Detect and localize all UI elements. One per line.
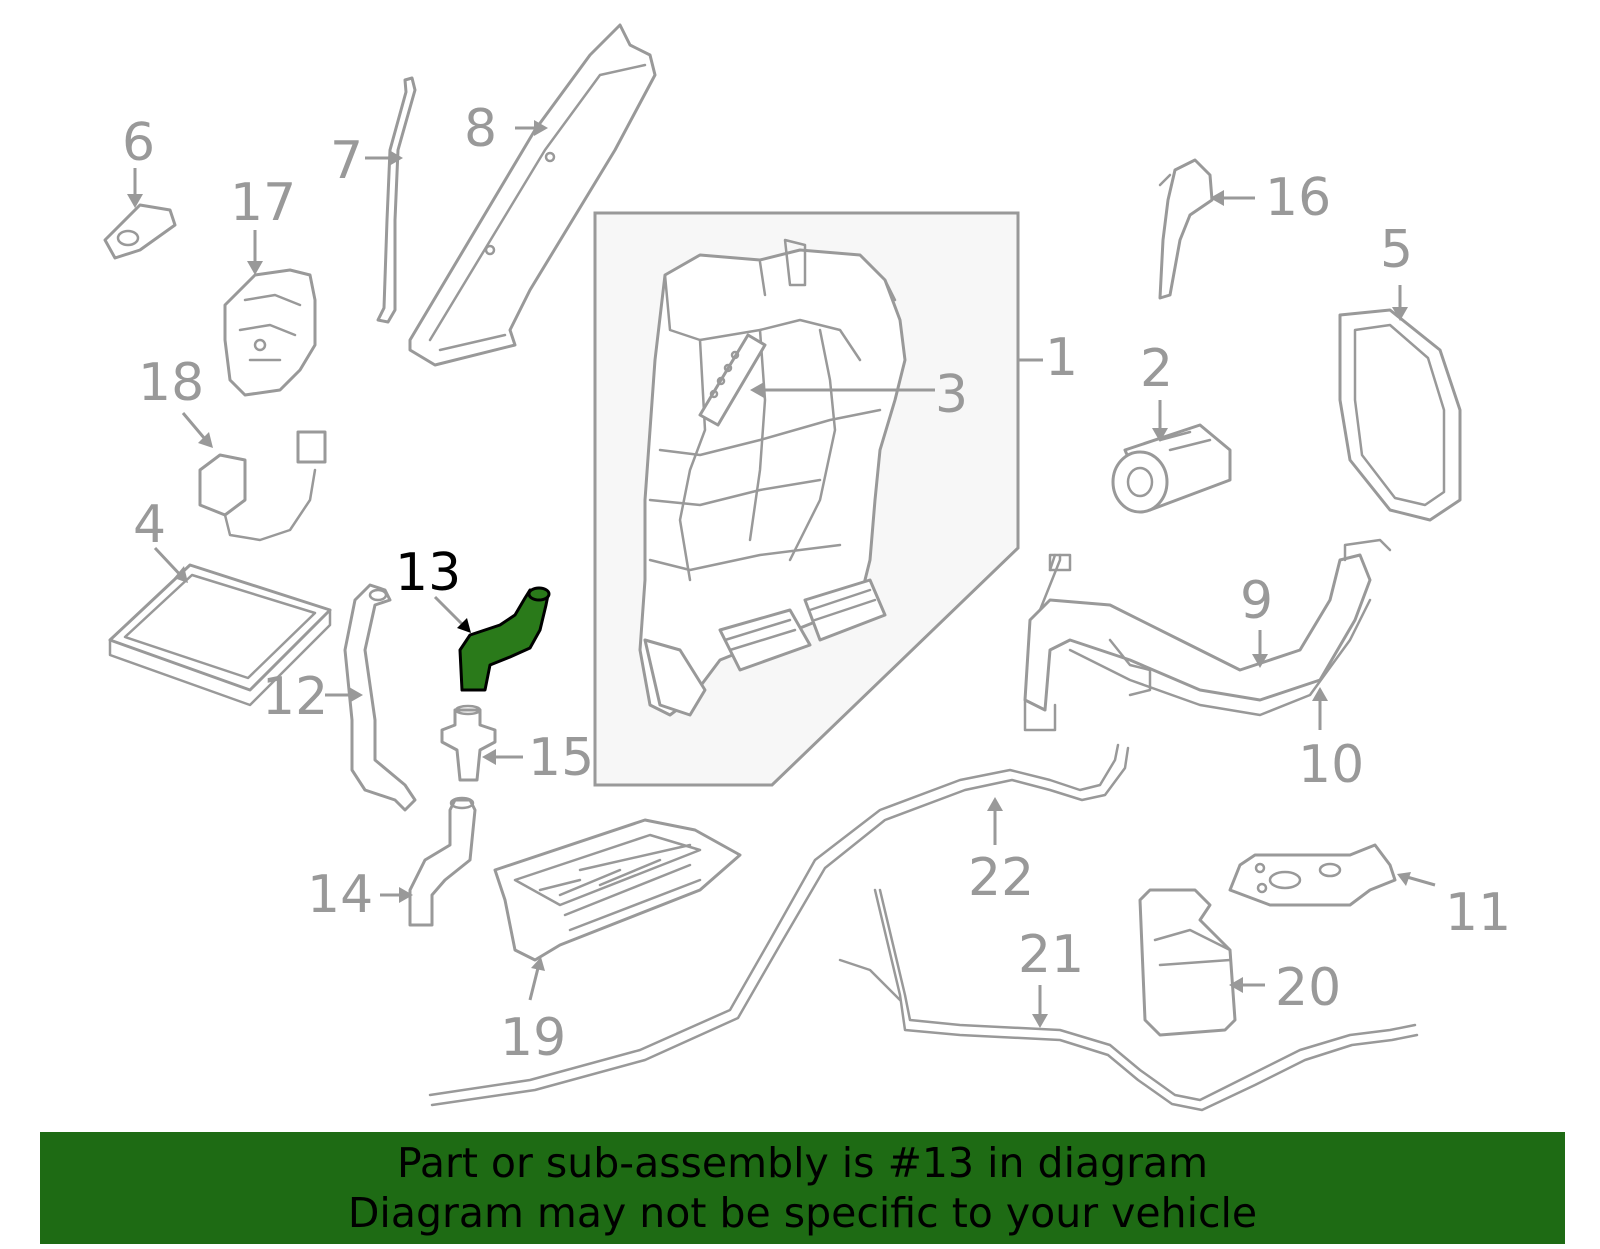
callout-17: 17 bbox=[230, 173, 296, 233]
part-18-wire-harness[interactable] bbox=[198, 430, 327, 542]
hose-13-end bbox=[527, 586, 551, 602]
callout-21: 21 bbox=[1018, 925, 1084, 985]
callout-6: 6 bbox=[122, 113, 155, 173]
part-13-heater-hose[interactable] bbox=[458, 586, 551, 692]
callout-5: 5 bbox=[1380, 220, 1413, 280]
callout-1: 1 bbox=[1045, 328, 1078, 388]
leader-arrowheads bbox=[127, 120, 1411, 1028]
part-11-mount-plate[interactable] bbox=[1228, 843, 1397, 907]
callout-9: 9 bbox=[1240, 571, 1273, 631]
callout-2: 2 bbox=[1140, 339, 1173, 399]
part-8-air-duct[interactable] bbox=[408, 23, 657, 367]
callout-12: 12 bbox=[262, 667, 328, 727]
part-6-bracket[interactable] bbox=[103, 203, 177, 260]
part-15-fitting[interactable] bbox=[440, 704, 497, 782]
part-2-blower-motor[interactable] bbox=[1111, 423, 1232, 514]
part-9-ac-line[interactable] bbox=[1023, 538, 1392, 712]
part-20-reservoir[interactable] bbox=[1138, 888, 1237, 1037]
part-3-actuator[interactable] bbox=[698, 333, 767, 427]
callout-3: 3 bbox=[935, 365, 968, 425]
banner-line-part: Part or sub-assembly is #13 in diagram bbox=[396, 1139, 1209, 1187]
banner-line-disclaimer: Diagram may not be specific to your vehi… bbox=[347, 1189, 1258, 1237]
callout-22: 22 bbox=[968, 848, 1034, 908]
part-14-hose[interactable] bbox=[408, 796, 477, 927]
part-22-ac-tube[interactable] bbox=[428, 743, 1130, 1107]
callout-15: 15 bbox=[528, 728, 594, 788]
part-16-sensor[interactable] bbox=[1158, 158, 1214, 300]
info-banner: Part or sub-assembly is #13 in diagram D… bbox=[40, 1132, 1565, 1244]
callout-20: 20 bbox=[1275, 958, 1341, 1018]
part-21-wiring[interactable] bbox=[838, 888, 1419, 1112]
callout-18: 18 bbox=[138, 353, 204, 413]
callout-8: 8 bbox=[464, 99, 497, 159]
callout-13: 13 bbox=[395, 543, 461, 603]
part-5-seal[interactable] bbox=[1338, 308, 1462, 522]
callout-10: 10 bbox=[1298, 735, 1364, 795]
part-17-actuator-motor[interactable] bbox=[223, 268, 317, 397]
callout-labels: 1 2 3 4 5 6 7 8 9 10 11 12 13 14 15 16 1… bbox=[122, 99, 1511, 1068]
callout-4: 4 bbox=[133, 495, 166, 555]
callout-19: 19 bbox=[500, 1008, 566, 1068]
part-10-ac-line[interactable] bbox=[1023, 598, 1372, 732]
part-12-hose[interactable] bbox=[343, 583, 417, 812]
part-1-hvac-housing[interactable] bbox=[593, 211, 1020, 787]
callout-11: 11 bbox=[1445, 883, 1511, 943]
callout-16: 16 bbox=[1265, 168, 1331, 228]
callout-7: 7 bbox=[330, 131, 363, 191]
part-19-vent[interactable] bbox=[493, 818, 742, 962]
part-4-cabin-filter[interactable] bbox=[108, 563, 332, 707]
part-7-rod[interactable] bbox=[376, 76, 417, 324]
callout-14: 14 bbox=[307, 865, 373, 925]
